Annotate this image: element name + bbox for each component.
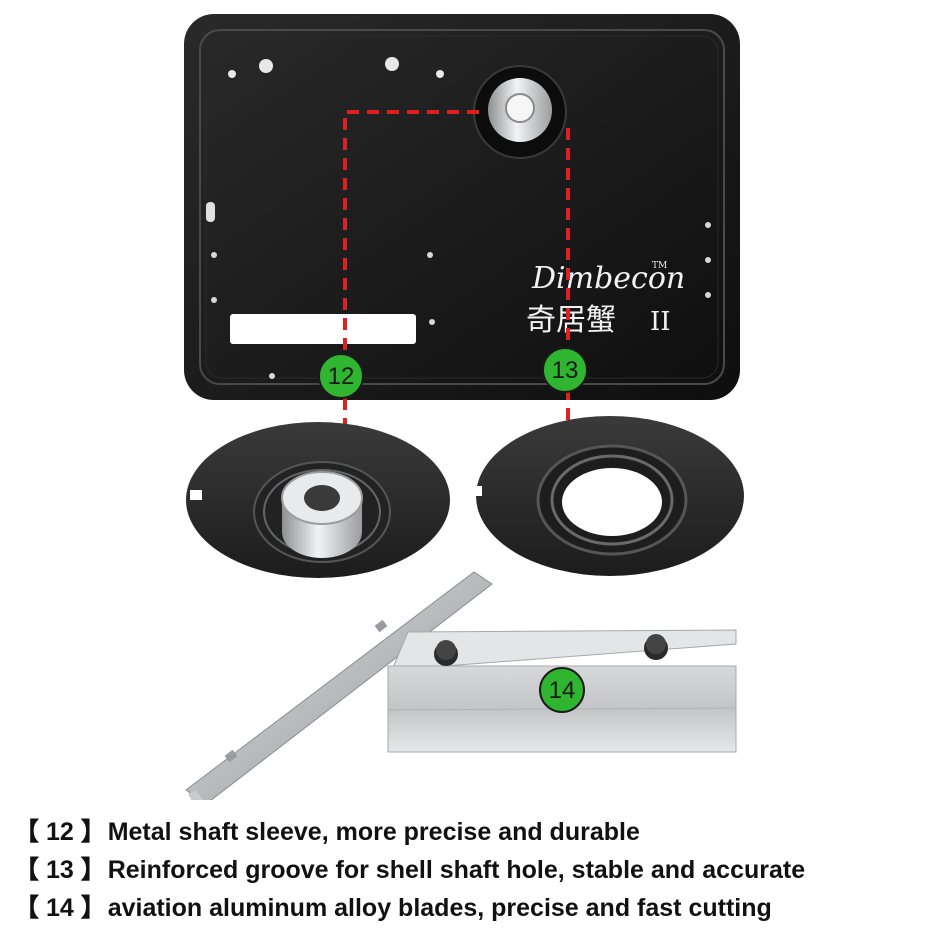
svg-text:12: 12 — [328, 363, 355, 390]
plate-shaft-sleeve — [473, 65, 567, 159]
caption-number: 【 12 】 — [14, 818, 106, 846]
screw-hole — [259, 59, 273, 73]
shaft-sleeve-disc — [186, 422, 450, 578]
svg-text:13: 13 — [552, 357, 579, 384]
aluminum-rod — [185, 571, 493, 800]
connector-line-12 — [343, 110, 480, 450]
side-slot — [206, 202, 215, 222]
badge-14: 14 — [539, 667, 585, 713]
badge-13: 13 — [542, 347, 588, 393]
caption-number: 【 13 】 — [14, 856, 106, 884]
product-illustration: Dimbecon TM 奇居蟹 II — [184, 14, 744, 800]
screw-hole — [385, 57, 399, 71]
caption-14: 【 14 】 aviation aluminum alloy blades, p… — [14, 888, 934, 926]
caption-text: Reinforced groove for shell shaft hole, … — [107, 856, 806, 884]
caption-12: 【 12 】 Metal shaft sleeve, more precise … — [14, 812, 934, 850]
screw-hole — [228, 70, 236, 78]
badge-12: 12 — [318, 353, 364, 399]
caption-number: 【 14 】 — [14, 894, 106, 922]
logo-tm: TM — [652, 261, 667, 271]
svg-text:14: 14 — [549, 677, 576, 704]
caption-text: Metal shaft sleeve, more precise and dur… — [107, 818, 640, 846]
brand-logo: Dimbecon TM 奇居蟹 II — [526, 261, 685, 338]
logo-chinese: 奇居蟹 — [526, 303, 616, 338]
feature-captions: 【 12 】 Metal shaft sleeve, more precise … — [14, 812, 934, 926]
caption-text: aviation aluminum alloy blades, precise … — [107, 894, 772, 922]
logo-roman: II — [650, 307, 671, 337]
logo-script: Dimbecon — [531, 261, 685, 296]
label-strip — [230, 314, 416, 344]
caption-13: 【 13 】 Reinforced groove for shell shaft… — [14, 850, 934, 888]
base-plate: Dimbecon TM 奇居蟹 II — [184, 14, 740, 400]
connector-lines — [343, 110, 570, 450]
reinforced-groove-disc — [470, 416, 744, 576]
screw-hole — [436, 70, 444, 78]
